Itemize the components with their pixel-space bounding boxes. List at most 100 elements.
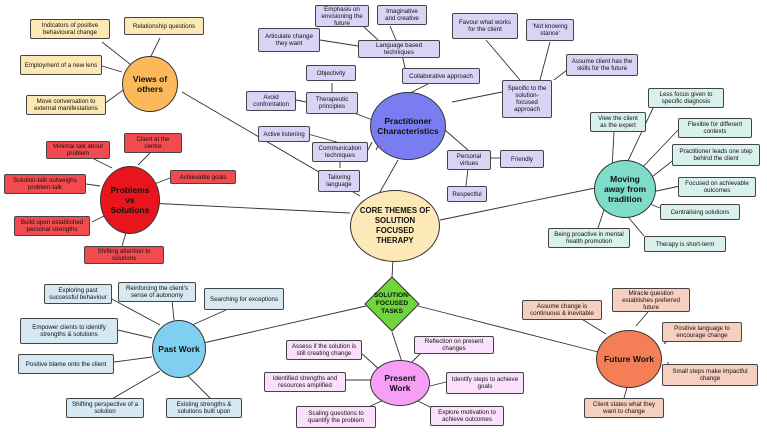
node-friendly: Friendly bbox=[500, 150, 544, 168]
node-respectful: Respectful bbox=[447, 186, 487, 202]
node-label: Small steps make impactful change bbox=[672, 368, 748, 382]
connector-line bbox=[121, 232, 127, 247]
node-label: 'Not knowing stance' bbox=[532, 23, 568, 37]
node-label: Flexible for different contexts bbox=[687, 121, 743, 135]
node-new-lens: Employment of a new lens bbox=[20, 55, 102, 75]
node-achievable-outcomes: Focused on achievable outcomes bbox=[678, 177, 756, 197]
node-positive-blame: Positive blame onto the client bbox=[18, 354, 114, 374]
node-label: Reflection on present changes bbox=[424, 338, 484, 352]
node-avoid-confrontation: Avoid confrontation bbox=[246, 91, 296, 111]
node-external-manifestations: Move conversation to external manifestat… bbox=[26, 95, 106, 115]
node-sense-of-autonomy: Reinforcing the client's sense of autono… bbox=[118, 282, 196, 302]
connector-line bbox=[91, 157, 113, 169]
node-communication-techniques: Communication techniques bbox=[312, 142, 368, 162]
node-therapeutic-principles: Therapeutic principles bbox=[306, 92, 358, 114]
connector-line bbox=[319, 39, 359, 47]
node-achievable-goals: Achievable goals bbox=[170, 170, 236, 184]
connector-line bbox=[485, 39, 521, 81]
node-flexible-contexts: Flexible for different contexts bbox=[678, 118, 752, 138]
hub-practitioner-characteristics: Practitioner Characteristics bbox=[370, 92, 446, 160]
node-scaling-questions: Scaling questions to quantify the proble… bbox=[296, 406, 376, 428]
node-label: Shifting attention to solutions bbox=[97, 248, 151, 262]
node-label: Existing strengths & solutions built upo… bbox=[176, 401, 232, 415]
link-tasks-present bbox=[391, 331, 403, 363]
connector-line bbox=[579, 317, 607, 335]
connector-line bbox=[295, 99, 307, 103]
connector-line bbox=[415, 399, 433, 409]
connector-line bbox=[651, 185, 681, 193]
connector-line bbox=[109, 297, 161, 326]
node-label: Assess if the solution is still creating… bbox=[291, 343, 357, 357]
node-short-term: Therapy is short-term bbox=[644, 236, 726, 252]
node-relationship-questions: Relationship questions bbox=[124, 17, 204, 35]
node-label: Client states what they want to change bbox=[592, 401, 656, 415]
connector-line bbox=[189, 309, 227, 327]
node-one-step-behind: Practitioner leads one step behind the c… bbox=[672, 144, 760, 166]
node-label: Language based techniques bbox=[375, 42, 423, 56]
node-past-successful-behaviour: Exploring past successful behaviour bbox=[44, 284, 112, 304]
node-active-listening: Active listening bbox=[258, 126, 310, 142]
node-client-has-skills: Assume client has the skills for the fut… bbox=[566, 54, 638, 76]
node-empower-clients: Empower clients to identify strengths & … bbox=[20, 318, 118, 344]
node-label: Therapeutic principles bbox=[315, 96, 349, 110]
node-personal-strengths: Build upon established personal strength… bbox=[14, 216, 90, 236]
hub-label: Practitioner Characteristics bbox=[377, 116, 439, 136]
node-label: Collaborative approach bbox=[409, 72, 473, 80]
node-proactive-promotion: Being proactive in mental health promoti… bbox=[548, 228, 630, 248]
node-indicators-behavioural-change: Indicators of positive behavioural chang… bbox=[30, 19, 110, 39]
node-client-as-expert: View the client as the expert bbox=[590, 112, 646, 132]
node-label: Less focus given to specific diagnosis bbox=[659, 91, 713, 105]
node-label: Indicators of positive behavioural chang… bbox=[41, 22, 99, 36]
node-client-at-centre: Client at the centre bbox=[124, 133, 182, 153]
hub-moving-away-from-tradition: Moving away from tradition bbox=[594, 160, 656, 218]
node-label: Reinforcing the client's sense of autono… bbox=[125, 285, 189, 299]
node-label: Positive blame onto the client bbox=[25, 360, 107, 368]
node-label: Communication techniques bbox=[318, 145, 362, 159]
node-label: Build upon established personal strength… bbox=[20, 219, 84, 233]
hub-views-of-others: Views of others bbox=[122, 56, 178, 112]
core-themes-circle: CORE THEMES OF SOLUTION FOCUSED THERAPY bbox=[350, 190, 440, 262]
node-envisioning-future: Emphasis on envisioning the future bbox=[315, 5, 369, 27]
node-positive-language: Positive language to encourage change bbox=[662, 322, 742, 342]
node-label: Explore motivation to achieve outcomes bbox=[438, 409, 496, 423]
node-label: Focused on achievable outcomes bbox=[685, 180, 749, 194]
connector-line bbox=[185, 373, 211, 399]
node-label: Avoid confrontation bbox=[253, 94, 289, 108]
connector-line bbox=[101, 65, 123, 73]
node-shifting-attention: Shifting attention to solutions bbox=[84, 246, 164, 264]
node-tailoring-language: Tailoring language bbox=[318, 170, 360, 192]
node-label: View the client as the expert bbox=[598, 115, 638, 129]
node-label: Move conversation to external manifestat… bbox=[34, 98, 98, 112]
connector-line bbox=[597, 209, 605, 229]
node-objectivity: Objectivity bbox=[306, 65, 356, 81]
node-label: Solution-talk outweighs problem-talk bbox=[13, 177, 77, 191]
node-label: Scaling questions to quantify the proble… bbox=[307, 410, 365, 424]
node-label: Employment of a new lens bbox=[24, 61, 98, 69]
node-label: Searching for exceptions bbox=[209, 295, 279, 303]
connector-line bbox=[639, 129, 679, 171]
hub-label: Problems vs Solutions bbox=[110, 185, 150, 215]
link-core-practitioner bbox=[379, 159, 399, 193]
node-label: Miracle question establishes preferred f… bbox=[622, 289, 680, 311]
node-collaborative-approach: Collaborative approach bbox=[402, 68, 480, 84]
connector-line bbox=[117, 329, 153, 339]
connector-line bbox=[625, 105, 655, 166]
node-label: Relationship questions bbox=[132, 22, 196, 30]
node-language-techniques: Language based techniques bbox=[358, 40, 440, 58]
node-label: Empower clients to identify strengths & … bbox=[32, 324, 106, 338]
node-personal-virtues: Personal virtues bbox=[447, 150, 491, 170]
connector-line bbox=[444, 129, 469, 151]
node-label: Objectivity bbox=[316, 69, 346, 77]
connector-line bbox=[149, 37, 161, 59]
node-shifting-perspective: Shifting perspective of a solution bbox=[66, 398, 144, 418]
node-label: Minimal talk about problem bbox=[53, 143, 103, 157]
node-label: Friendly bbox=[510, 155, 533, 163]
hub-label: Views of others bbox=[132, 74, 168, 94]
solution-focused-tasks-diamond: SOLUTION-FOCUSED TASKS bbox=[364, 276, 420, 332]
connector-line bbox=[113, 356, 153, 363]
node-reflection-changes: Reflection on present changes bbox=[414, 336, 494, 354]
node-label: Exploring past successful behaviour bbox=[49, 287, 107, 301]
connector-line bbox=[635, 311, 649, 327]
node-miracle-question: Miracle question establishes preferred f… bbox=[612, 288, 690, 312]
